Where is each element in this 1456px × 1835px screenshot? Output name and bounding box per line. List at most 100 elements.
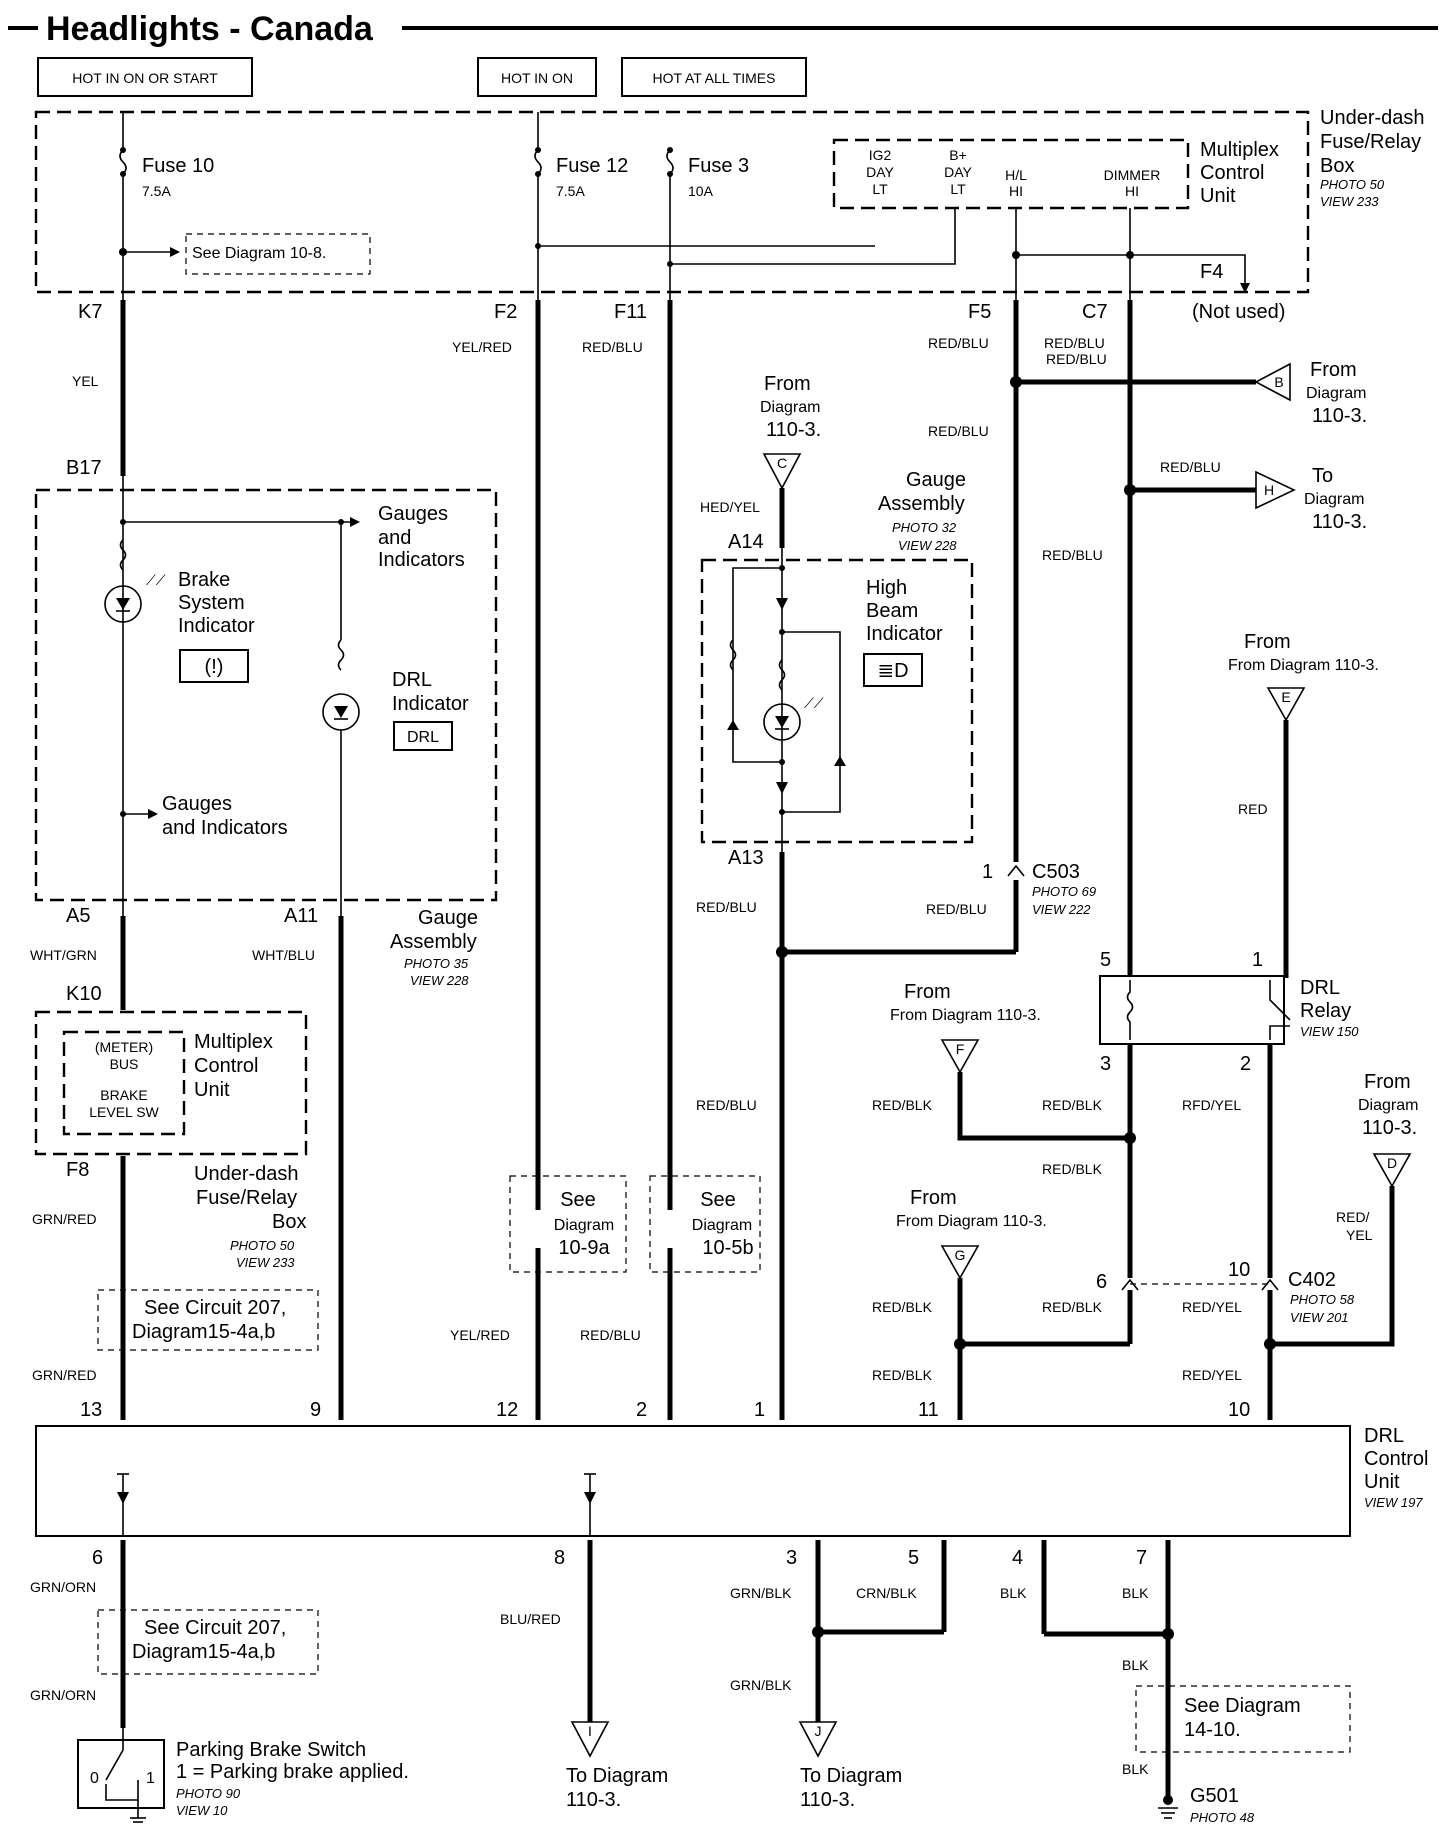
c503-photo: PHOTO 69 <box>1032 884 1096 899</box>
wire-b-red-blu: RED/BLU <box>1046 351 1107 367</box>
drl-indicator-label-2: Indicator <box>392 693 469 715</box>
ref-b-diagram: Diagram <box>1306 385 1366 402</box>
c402-pin-10: 10 <box>1228 1259 1250 1281</box>
mcu-bplus-day: DAY <box>944 164 972 180</box>
see-diagram-14-10-box <box>1135 1685 1351 1753</box>
drl-pin-6: 6 <box>92 1547 103 1569</box>
drl-relay-label-2: Relay <box>1300 1000 1351 1022</box>
wire-grn-blk-5: CRN/BLK <box>856 1585 917 1601</box>
mcu-meter: (METER) <box>95 1039 153 1055</box>
gauge-left-label-2: Assembly <box>390 931 477 953</box>
see-circuit-207-box-2 <box>97 1609 319 1675</box>
wire-11-red-blk: RED/BLK <box>872 1367 933 1383</box>
drl-unit-view: VIEW 197 <box>1364 1495 1423 1510</box>
brake-bulb-icon <box>104 585 142 623</box>
see-circuit-207: See Circuit 207, <box>144 1297 286 1319</box>
ref-c-letter: C <box>777 455 787 471</box>
ref-j-letter: J <box>815 1723 822 1739</box>
ref-i-letter: I <box>588 1723 592 1739</box>
not-used-label: (Not used) <box>1192 301 1285 323</box>
drl-pin-3: 3 <box>786 1547 797 1569</box>
wire-d-yel: YEL <box>1346 1227 1373 1243</box>
drl-pin-5: 5 <box>908 1547 919 1569</box>
c402-view: VIEW 201 <box>1290 1310 1349 1325</box>
brake-label-2: System <box>178 592 245 614</box>
drl-pin-10: 10 <box>1228 1399 1250 1421</box>
mcu-level-sw: LEVEL SW <box>89 1104 159 1120</box>
wire-a13-red-blu: RED/BLU <box>696 899 757 915</box>
mcu-fusebox-1: Under-dash <box>194 1163 299 1185</box>
multiplex-control-unit-top <box>832 138 1190 210</box>
gauge-left-label-1: Gauge <box>418 907 478 929</box>
drl-relay-view: VIEW 150 <box>1300 1024 1359 1039</box>
parking-brake-switch <box>77 1739 165 1809</box>
fusebox-view: VIEW 233 <box>1320 194 1379 209</box>
c503-pin: 1 <box>982 861 993 883</box>
c402-photo: PHOTO 58 <box>1290 1292 1355 1307</box>
ref-h-diagram: Diagram <box>1304 491 1364 508</box>
see-diagram-14-10-num: 14-10. <box>1184 1719 1241 1741</box>
fuse3-amp: 10A <box>688 183 714 199</box>
wire-red-yel-10b: RED/YEL <box>1182 1367 1242 1383</box>
gauges-label-1a: Gauges <box>378 503 448 525</box>
see-10-5b-see: See <box>700 1189 736 1211</box>
fuse10-amp: 7.5A <box>142 183 171 199</box>
ref-i-num: 110-3. <box>566 1789 621 1811</box>
mcu-ig2-day: DAY <box>866 164 894 180</box>
fuse12-label: Fuse 12 <box>556 155 628 177</box>
wire-f11-red-blu-lower: RED/BLU <box>580 1327 641 1343</box>
wire-grn-orn: GRN/ORN <box>30 1579 96 1595</box>
terminal-a5: A5 <box>66 905 90 927</box>
page-title: Headlights - Canada <box>46 10 374 48</box>
gauges-label-1b: and <box>378 527 411 549</box>
parking-photo: PHOTO 90 <box>176 1786 241 1801</box>
see-circuit-diagram-15-4-2: Diagram15-4a,b <box>132 1641 275 1663</box>
drl-relay <box>1099 975 1285 1045</box>
drl-pin-8: 8 <box>554 1547 565 1569</box>
ref-i-to: To Diagram <box>566 1765 668 1787</box>
see-10-9a-see: See <box>560 1189 596 1211</box>
multiplex-control-unit-mid <box>34 1010 308 1156</box>
mcu-hl: H/L <box>1005 167 1027 183</box>
wire-a13-red-blu-2: RED/BLU <box>696 1097 757 1113</box>
gauge-mid-label-1: Gauge <box>906 469 966 491</box>
see-diagram-10-9a-box <box>509 1175 627 1273</box>
brake-symbol-icon: (!) <box>205 656 224 678</box>
high-beam-symbol-icon: ≣D <box>877 660 908 682</box>
brake-symbol-box <box>179 649 249 683</box>
gauge-mid-photo: PHOTO 32 <box>892 520 957 535</box>
ref-d-from: From <box>1364 1071 1411 1093</box>
ref-c-from: From <box>764 373 811 395</box>
hot-on-box <box>477 57 597 97</box>
wire-g-red-blk: RED/BLK <box>872 1299 933 1315</box>
ref-c-num: 110-3. <box>766 419 821 441</box>
parking-pos-0: 0 <box>90 1770 99 1787</box>
terminal-f5: F5 <box>968 301 991 323</box>
drl-pin-4: 4 <box>1012 1547 1023 1569</box>
wire-f5-red-blu-2: RED/BLU <box>928 423 989 439</box>
terminal-a14: A14 <box>728 531 764 553</box>
drl-symbol-box <box>393 721 453 751</box>
gauge-left-view: VIEW 228 <box>410 973 469 988</box>
mcu-fusebox-view: VIEW 233 <box>236 1255 295 1270</box>
wire-relay3-red-blk-2: RED/BLK <box>1042 1161 1103 1177</box>
wire-f11-red-blu: RED/BLU <box>582 339 643 355</box>
see-10-5b-num: 10-5b <box>702 1237 753 1259</box>
fuse10-label: Fuse 10 <box>142 155 214 177</box>
terminal-b17: B17 <box>66 457 102 479</box>
wire-f-red-blk: RED/BLK <box>872 1097 933 1113</box>
see-circuit-207-box <box>97 1289 319 1351</box>
wire-h-red-blu: RED/BLU <box>1160 459 1221 475</box>
c503-view: VIEW 222 <box>1032 902 1091 917</box>
wire-red-yel-10a: RED/YEL <box>1182 1299 1242 1315</box>
parking-desc: 1 = Parking brake applied. <box>176 1761 409 1783</box>
mcu-fusebox-photo: PHOTO 50 <box>230 1238 295 1253</box>
see-diagram-box <box>185 233 371 275</box>
ref-g-letter: G <box>955 1247 966 1263</box>
gauge-left-photo: PHOTO 35 <box>404 956 469 971</box>
gauges-label-2b: and Indicators <box>162 817 288 839</box>
gauge-assembly-mid <box>700 558 974 844</box>
relay-coil-icon <box>1126 980 1134 1040</box>
mcu-dimmer: DIMMER <box>1104 167 1161 183</box>
mcu-mid-label-1: Multiplex <box>194 1031 273 1053</box>
